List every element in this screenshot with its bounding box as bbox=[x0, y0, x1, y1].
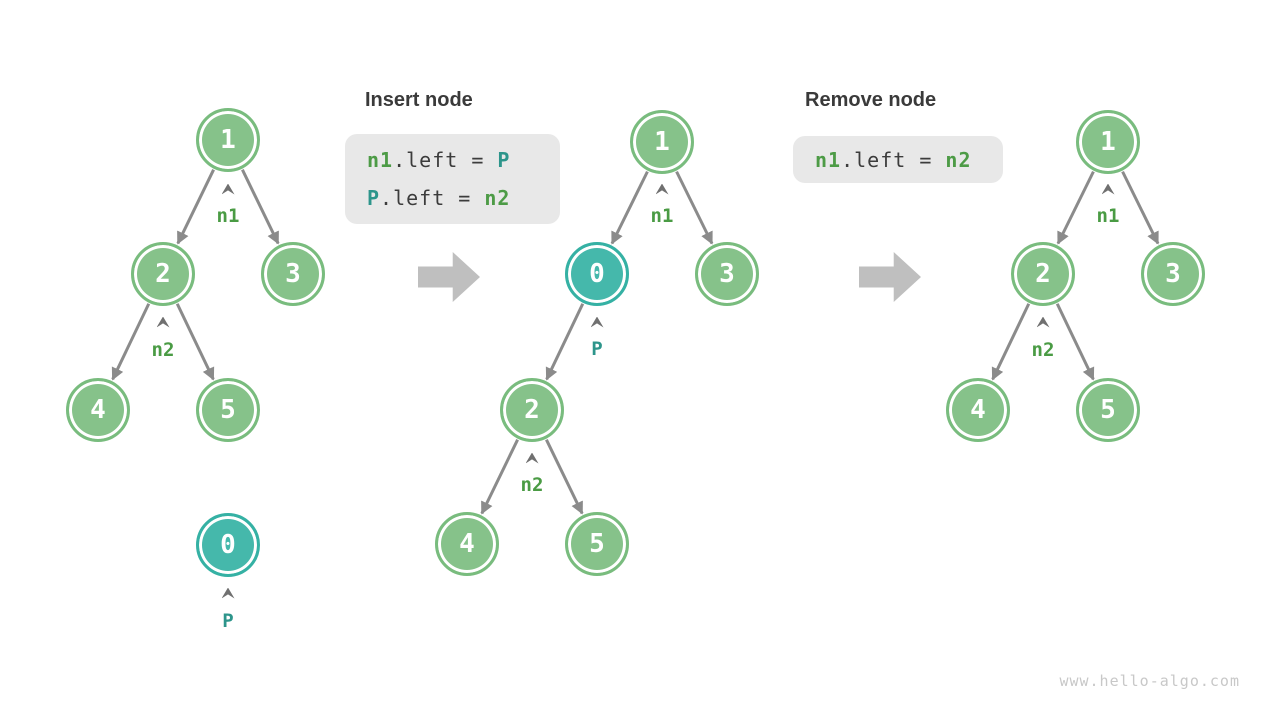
pointer-label-P: P bbox=[591, 338, 603, 360]
tree-edge bbox=[610, 170, 649, 245]
tree-node-0: 0 bbox=[565, 242, 629, 306]
tree-edge bbox=[241, 169, 280, 245]
node-value: 1 bbox=[220, 125, 236, 155]
code-box-remove: n1.left = n2 bbox=[793, 136, 1003, 183]
code-token: n2 bbox=[484, 186, 511, 210]
node-value: 0 bbox=[220, 530, 236, 560]
node-value: 3 bbox=[285, 259, 301, 289]
caret-up-icon bbox=[221, 183, 235, 195]
node-value: 3 bbox=[719, 259, 735, 289]
pointer-label-n1: n1 bbox=[650, 205, 674, 227]
caret-up-icon bbox=[525, 452, 539, 464]
tree-edge bbox=[1055, 303, 1095, 381]
tree-node-2: 2 bbox=[1011, 242, 1075, 306]
node-value: 2 bbox=[1035, 259, 1051, 289]
code-token: P bbox=[497, 148, 511, 172]
node-value: 5 bbox=[589, 529, 605, 559]
pointer-label-n2: n2 bbox=[520, 474, 544, 496]
tree-node-1: 1 bbox=[1076, 110, 1140, 174]
remove-node-title: Remove node bbox=[805, 89, 937, 111]
tree-node-4: 4 bbox=[946, 378, 1010, 442]
code-token: .left = bbox=[380, 186, 485, 210]
tree-node-2: 2 bbox=[131, 242, 195, 306]
tree-edge bbox=[176, 169, 215, 245]
tree-node-5: 5 bbox=[1076, 378, 1140, 442]
node-value: 4 bbox=[459, 529, 475, 559]
tree-edge bbox=[545, 439, 584, 515]
caret-up-icon bbox=[655, 183, 669, 195]
pointer-label-n1: n1 bbox=[216, 205, 240, 227]
tree-edge bbox=[991, 303, 1031, 381]
code-token: n1 bbox=[367, 148, 394, 172]
node-value: 1 bbox=[654, 127, 670, 157]
node-value: 4 bbox=[970, 395, 986, 425]
code-token: .left = bbox=[841, 147, 946, 172]
tree-edge bbox=[675, 170, 714, 245]
code-line: n1.left = P bbox=[367, 141, 560, 179]
code-line: P.left = n2 bbox=[367, 179, 560, 217]
caret-up-icon bbox=[1101, 183, 1115, 195]
tree-edge bbox=[1121, 170, 1160, 245]
tree-node-4: 4 bbox=[66, 378, 130, 442]
tree-edge bbox=[480, 439, 519, 515]
pointer-label-n2: n2 bbox=[151, 339, 175, 361]
tree-edge bbox=[545, 303, 585, 381]
tree-node-3: 3 bbox=[695, 242, 759, 306]
node-value: 3 bbox=[1165, 259, 1181, 289]
caret-up-icon bbox=[221, 587, 235, 599]
tree-node-1: 1 bbox=[196, 108, 260, 172]
pointer-label-n2: n2 bbox=[1031, 339, 1055, 361]
node-value: 2 bbox=[524, 395, 540, 425]
node-value: 2 bbox=[155, 259, 171, 289]
node-value: 5 bbox=[220, 395, 236, 425]
caret-up-icon bbox=[156, 316, 170, 328]
tree-node-1: 1 bbox=[630, 110, 694, 174]
tree-node-3: 3 bbox=[261, 242, 325, 306]
code-token: .left = bbox=[393, 148, 498, 172]
code-token: n1 bbox=[815, 147, 842, 172]
node-value: 5 bbox=[1100, 395, 1116, 425]
tree-edge bbox=[175, 303, 215, 381]
node-value: 1 bbox=[1100, 127, 1116, 157]
pointer-label-n1: n1 bbox=[1096, 205, 1120, 227]
caret-up-icon bbox=[590, 316, 604, 328]
tree-node-2: 2 bbox=[500, 378, 564, 442]
caret-up-icon bbox=[1036, 316, 1050, 328]
code-token: n2 bbox=[945, 147, 972, 172]
watermark: www.hello-algo.com bbox=[1059, 672, 1240, 690]
pointer-label-P: P bbox=[222, 610, 234, 632]
tree-node-0: 0 bbox=[196, 513, 260, 577]
tree-node-5: 5 bbox=[565, 512, 629, 576]
insert-node-title: Insert node bbox=[365, 89, 473, 111]
node-value: 0 bbox=[589, 259, 605, 289]
tree-node-3: 3 bbox=[1141, 242, 1205, 306]
tree-edge bbox=[111, 303, 151, 381]
tree-edge bbox=[1056, 170, 1095, 245]
code-token: P bbox=[367, 186, 381, 210]
code-line: n1.left = n2 bbox=[815, 141, 1003, 179]
tree-node-4: 4 bbox=[435, 512, 499, 576]
node-value: 4 bbox=[90, 395, 106, 425]
tree-node-5: 5 bbox=[196, 378, 260, 442]
